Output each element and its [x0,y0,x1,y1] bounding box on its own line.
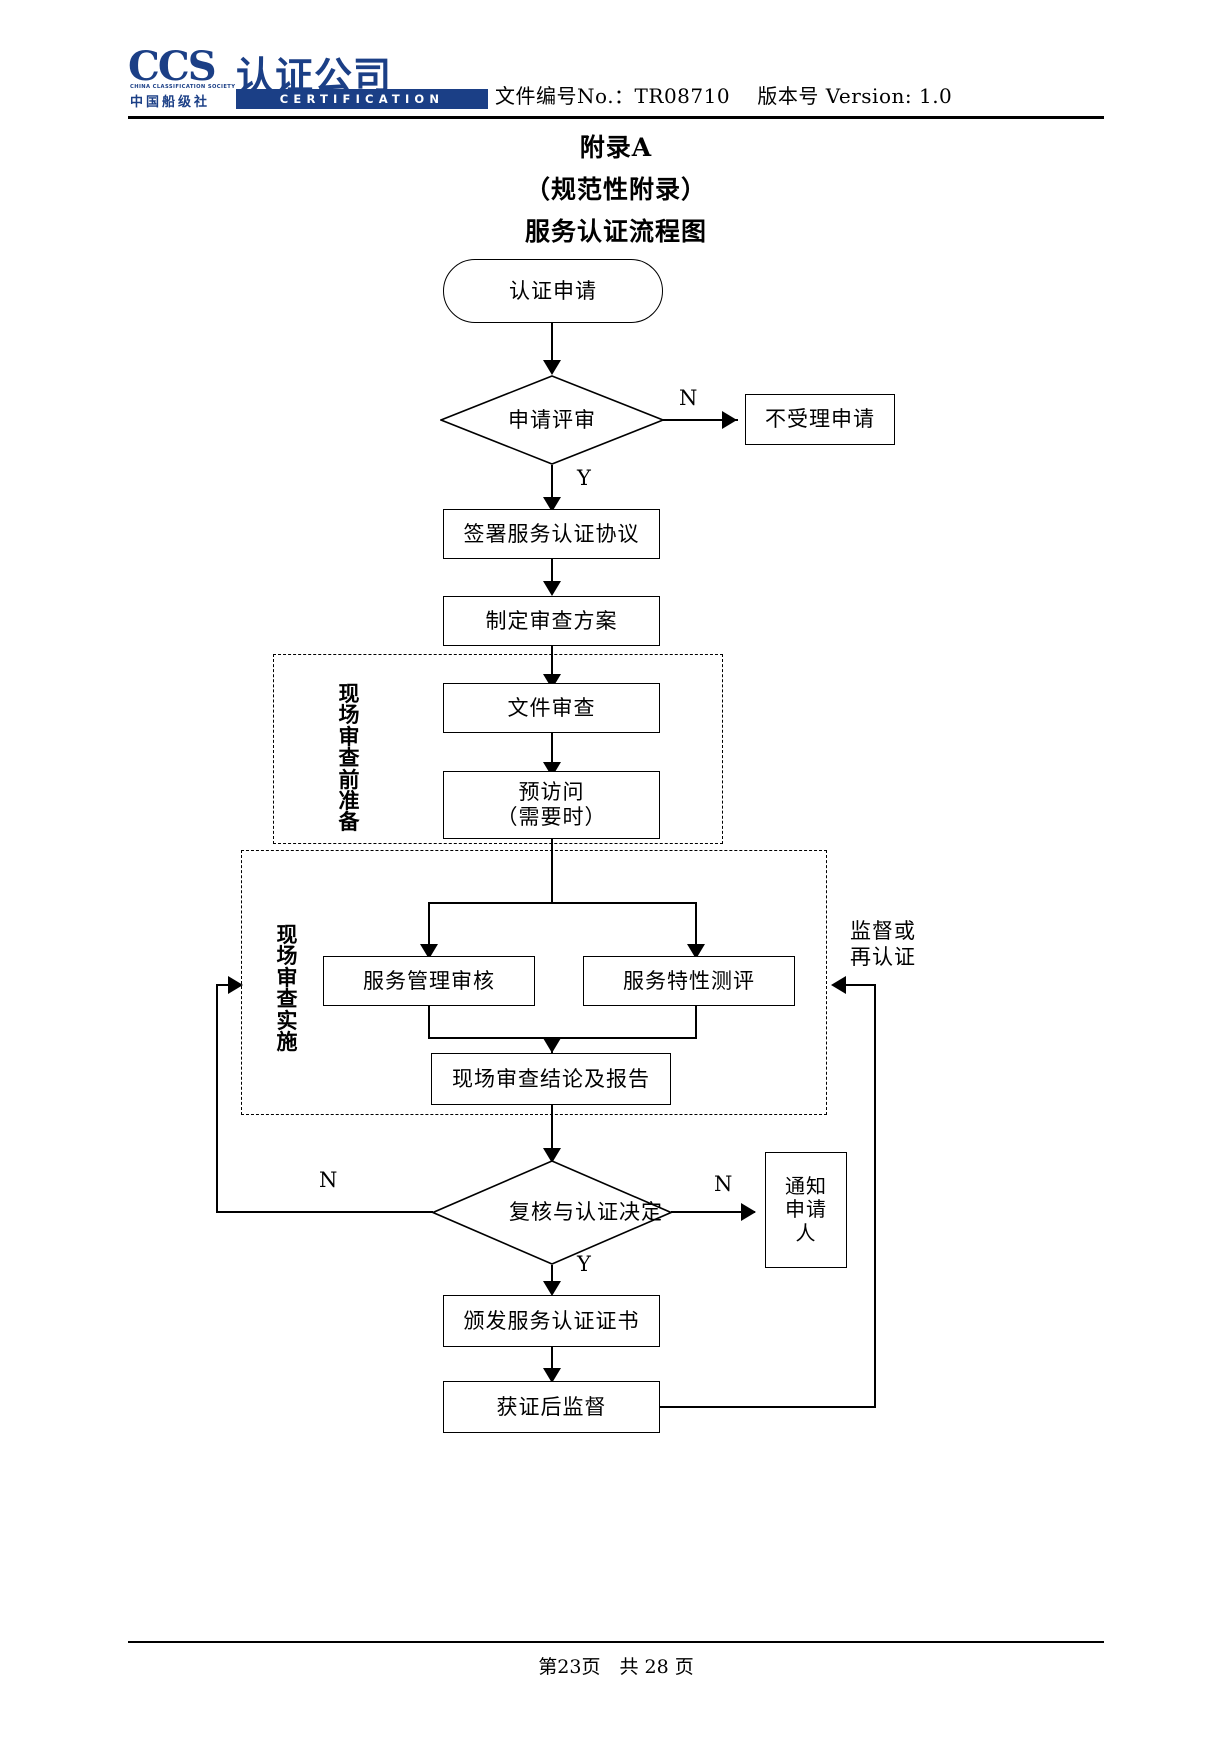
node-post-certification-supervision[interactable]: 获证后监督 [443,1381,660,1433]
edge-label-n-loopback: N [319,1168,338,1192]
edge-merge-bar [428,1037,697,1039]
node-label-line1: 通知 [785,1173,827,1198]
node-onsite-audit-conclusion-report[interactable]: 现场审查结论及报告 [431,1053,671,1105]
node-label: 现场审查结论及报告 [452,1066,650,1091]
node-label: 获证后监督 [496,1394,607,1419]
logo-wordmark-en: CERTIFICATION [279,92,445,106]
edge-left-to-merge [428,1006,430,1039]
arrowhead-right [228,976,243,994]
logo-subtitle-en: CHINA CLASSIFICATION SOCIETY [130,84,236,90]
page-title: 服务认证流程图 [524,217,707,246]
group-label-pre-onsite: 现场审查前准备 [338,682,360,835]
node-document-review[interactable]: 文件审查 [443,683,660,733]
edge-review-to-sign [551,465,553,505]
arrowhead-down [420,944,438,959]
arrowhead-right [722,411,737,429]
edge-docreview-to-previsit [551,733,553,767]
appendix-title: 附录A [579,133,653,162]
edge-decision-to-issue [551,1265,553,1290]
edge-plan-to-docreview [551,646,553,679]
document-meta: 文件编号No.：TR08710 版本号 Version: 1.0 [495,84,953,108]
diamond-shape-icon [432,1160,672,1265]
arrowhead-down [543,1038,561,1053]
header-divider [128,116,1104,119]
edge-decision-to-notify [671,1211,755,1213]
edge-sign-to-plan [551,559,553,585]
edge-label-n-notify: N [714,1172,733,1196]
node-label: 文件审查 [507,695,596,720]
node-service-management-audit[interactable]: 服务管理审核 [323,956,535,1006]
edge-supervision-right [660,1406,876,1408]
edge-decision-loopback-vertical [216,984,218,1212]
page-number: 第23页 共 28 页 [538,1656,694,1678]
node-label-line2: 申请 [785,1197,827,1222]
edge-conclusion-to-decision [551,1105,553,1157]
arrowhead-down [543,581,561,596]
edge-issue-to-supervision [551,1347,553,1372]
arrowhead-down [543,1281,561,1296]
arrowhead-down [543,360,561,375]
node-label-line2: （需要时） [496,805,607,829]
node-issue-service-certificate[interactable]: 颁发服务认证证书 [443,1295,660,1347]
decision-label: 复核与认证决定 [509,1200,663,1225]
edge-label-n-reject: N [679,386,698,410]
ccs-logo: CCS CHINA CLASSIFICATION SOCIETY 中国船级社 认… [128,47,488,110]
edge-label-resupervision: 监督或 再认证 [828,918,938,971]
node-label-line3: 人 [795,1220,817,1245]
logo-ccs-text: CCS [128,43,217,90]
arrowhead-down [543,1148,561,1163]
appendix-type: （规范性附录） [524,175,707,204]
arrowhead-down [543,497,561,512]
edge-supervision-into-group [840,984,876,986]
edge-apply-to-review [551,323,553,365]
edge-split-right [695,902,697,954]
node-label-line1: 预访问 [518,780,585,805]
node-service-characteristics-evaluation[interactable]: 服务特性测评 [583,956,795,1006]
node-label: 颁发服务认证证书 [463,1308,640,1333]
node-label: 服务管理审核 [363,968,495,993]
logo-certification-bar: CERTIFICATION [236,89,488,109]
diamond-shape-icon [440,375,664,465]
node-make-audit-plan[interactable]: 制定审查方案 [443,596,660,646]
edge-split-bar [428,902,697,904]
edge-review-to-reject [663,419,738,421]
arrowhead-down [687,944,705,959]
node-sign-service-certification-agreement[interactable]: 签署服务认证协议 [443,509,660,559]
edge-split-left [428,902,430,954]
node-label: 不受理申请 [765,407,875,432]
group-pre-onsite-preparation [273,654,723,844]
edge-right-to-merge [695,1006,697,1039]
arrowhead-left [831,976,846,994]
node-label: 签署服务认证协议 [463,521,640,546]
arrowhead-down [543,1368,561,1383]
node-reject-application[interactable]: 不受理申请 [745,394,895,445]
logo-ccs-mark: CCS [128,47,217,87]
arrowhead-right [741,1203,756,1221]
edge-label-line2: 再认证 [850,945,916,970]
edge-supervision-up [874,984,876,1408]
edge-label-y-sign: Y [577,466,591,490]
node-label: 认证申请 [509,278,597,303]
node-label: 制定审查方案 [485,608,618,633]
edge-previsit-to-split [551,839,553,904]
node-certification-application[interactable]: 认证申请 [443,259,663,323]
decision-label: 申请评审 [508,407,596,432]
footer-divider [128,1641,1104,1643]
edge-label-y-issue: Y [577,1252,591,1276]
edge-label-line1: 监督或 [850,919,916,943]
decision-application-review[interactable]: 申请评审 [440,375,664,465]
node-pre-visit[interactable]: 预访问 （需要时） [443,771,660,839]
node-label: 服务特性测评 [623,968,755,993]
decision-review-and-certification-decision[interactable]: 复核与认证决定 [432,1160,672,1265]
edge-decision-loopback-horizontal [216,1211,433,1213]
group-label-onsite: 现场审查实施 [276,923,298,1055]
node-notify-applicant[interactable]: 通知 申请 人 [765,1152,847,1268]
logo-subtitle-cn: 中国船级社 [130,95,211,110]
